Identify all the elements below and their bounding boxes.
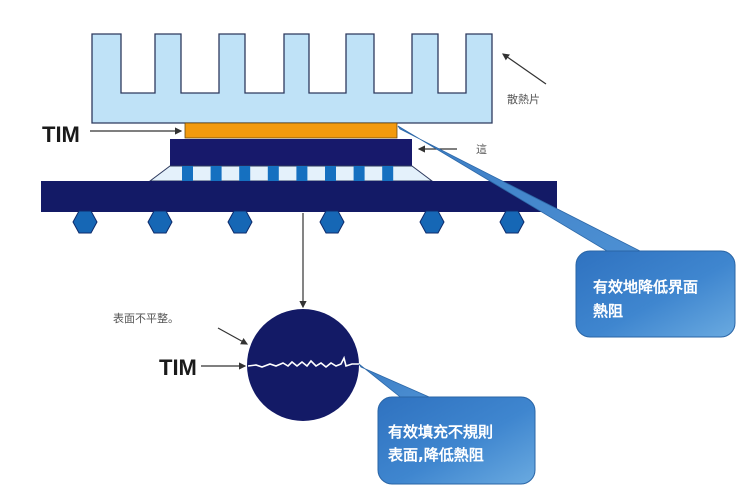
bump bbox=[296, 166, 308, 181]
callout-2-line1: 有效填充不規則 bbox=[388, 423, 493, 441]
solder-ball bbox=[72, 210, 98, 234]
solder-ball bbox=[227, 210, 253, 234]
callout-2-bubble bbox=[377, 396, 536, 485]
callout-2-line2: 表面,降低熱阻 bbox=[388, 446, 484, 464]
solder-ball bbox=[419, 210, 445, 234]
heatsink-label: 散熱片 bbox=[507, 92, 540, 106]
tim-label-top: TIM bbox=[42, 122, 80, 147]
bump bbox=[267, 166, 279, 181]
solder-ball bbox=[319, 210, 345, 234]
rough-surface-line bbox=[247, 355, 359, 369]
bump-array bbox=[182, 166, 394, 181]
bump bbox=[210, 166, 222, 181]
callout-2-tail bbox=[358, 363, 437, 401]
die bbox=[170, 139, 412, 166]
solder-ball bbox=[147, 210, 173, 234]
bump bbox=[353, 166, 365, 181]
tim-label-bottom: TIM bbox=[159, 355, 197, 380]
callout-1-bubble bbox=[575, 250, 736, 338]
solder-ball bbox=[499, 210, 525, 234]
magnified-interface bbox=[247, 309, 359, 421]
heatsink bbox=[91, 33, 493, 124]
substrate bbox=[41, 181, 557, 212]
heatsink-arrow bbox=[502, 53, 547, 85]
solder-ball-array bbox=[72, 210, 525, 234]
bump bbox=[382, 166, 394, 181]
uneven-surface-label: 表面不平整。 bbox=[113, 311, 179, 325]
callout-1-line1: 有效地降低界面 bbox=[593, 278, 698, 296]
tim-layer bbox=[184, 122, 398, 139]
bump bbox=[182, 166, 193, 181]
bump bbox=[325, 166, 336, 181]
die-label: 這 bbox=[476, 142, 487, 156]
callout-1-line2: 熱阻 bbox=[593, 302, 623, 320]
bump bbox=[239, 166, 251, 181]
uneven-surface-arrow bbox=[217, 327, 249, 345]
